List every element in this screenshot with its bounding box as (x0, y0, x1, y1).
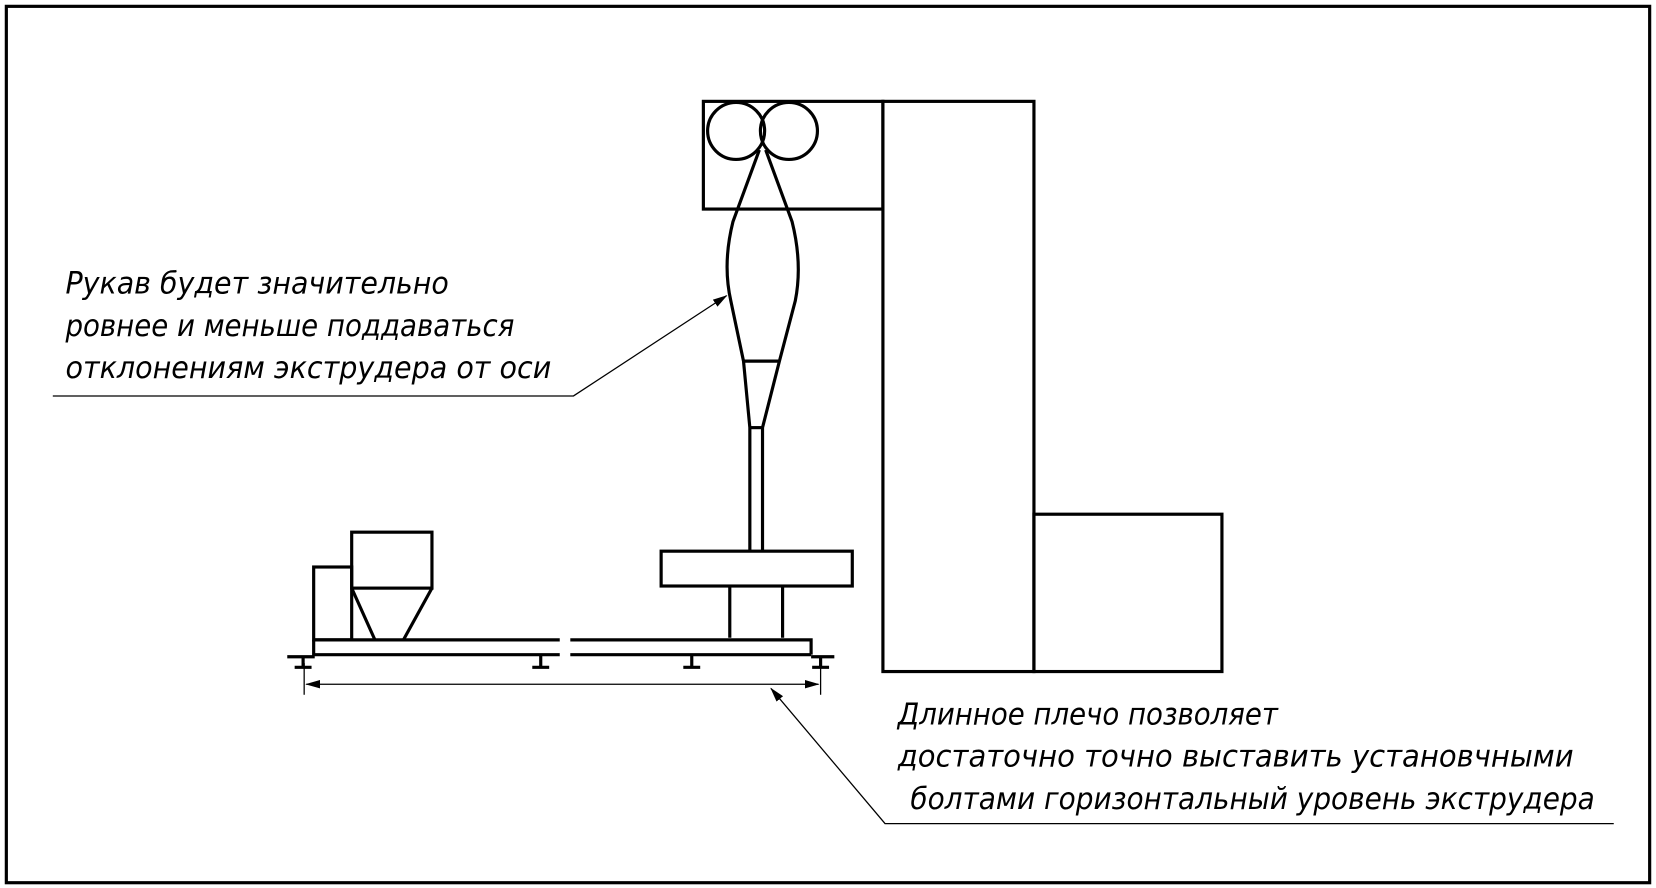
note-line: ровнее и меньше поддаваться (65, 309, 515, 344)
dimension-line (303, 663, 822, 695)
motor-box (312, 565, 354, 642)
film-bubble (725, 149, 800, 552)
note-line: достаточно точно выставить установчными (897, 740, 1574, 775)
nip-roll-right (758, 100, 820, 162)
base-frame (287, 638, 835, 669)
note-line: Длинное плечо позволяет (896, 697, 1279, 732)
nip-roll-housing (701, 99, 885, 211)
extruder-die (659, 549, 854, 638)
nip-roll-left (706, 100, 767, 162)
note-sleeve: Рукав будет значительно ровнее и меньше … (65, 267, 552, 386)
drawing-frame (4, 4, 1652, 885)
tower-column (881, 99, 1036, 674)
hopper (350, 530, 434, 590)
extruder-feed (312, 530, 434, 642)
leader-base (770, 687, 1614, 825)
leader-sleeve (52, 295, 728, 397)
winder-box (1032, 512, 1224, 674)
tower (701, 99, 1224, 674)
note-base: Длинное плечо позволяет достаточно точно… (896, 697, 1595, 816)
note-line: Рукав будет значительно (65, 267, 448, 302)
note-line: отклонениям экструдера от оси (65, 351, 551, 386)
note-line: болтами горизонтальный уровень экструдер… (910, 782, 1594, 817)
